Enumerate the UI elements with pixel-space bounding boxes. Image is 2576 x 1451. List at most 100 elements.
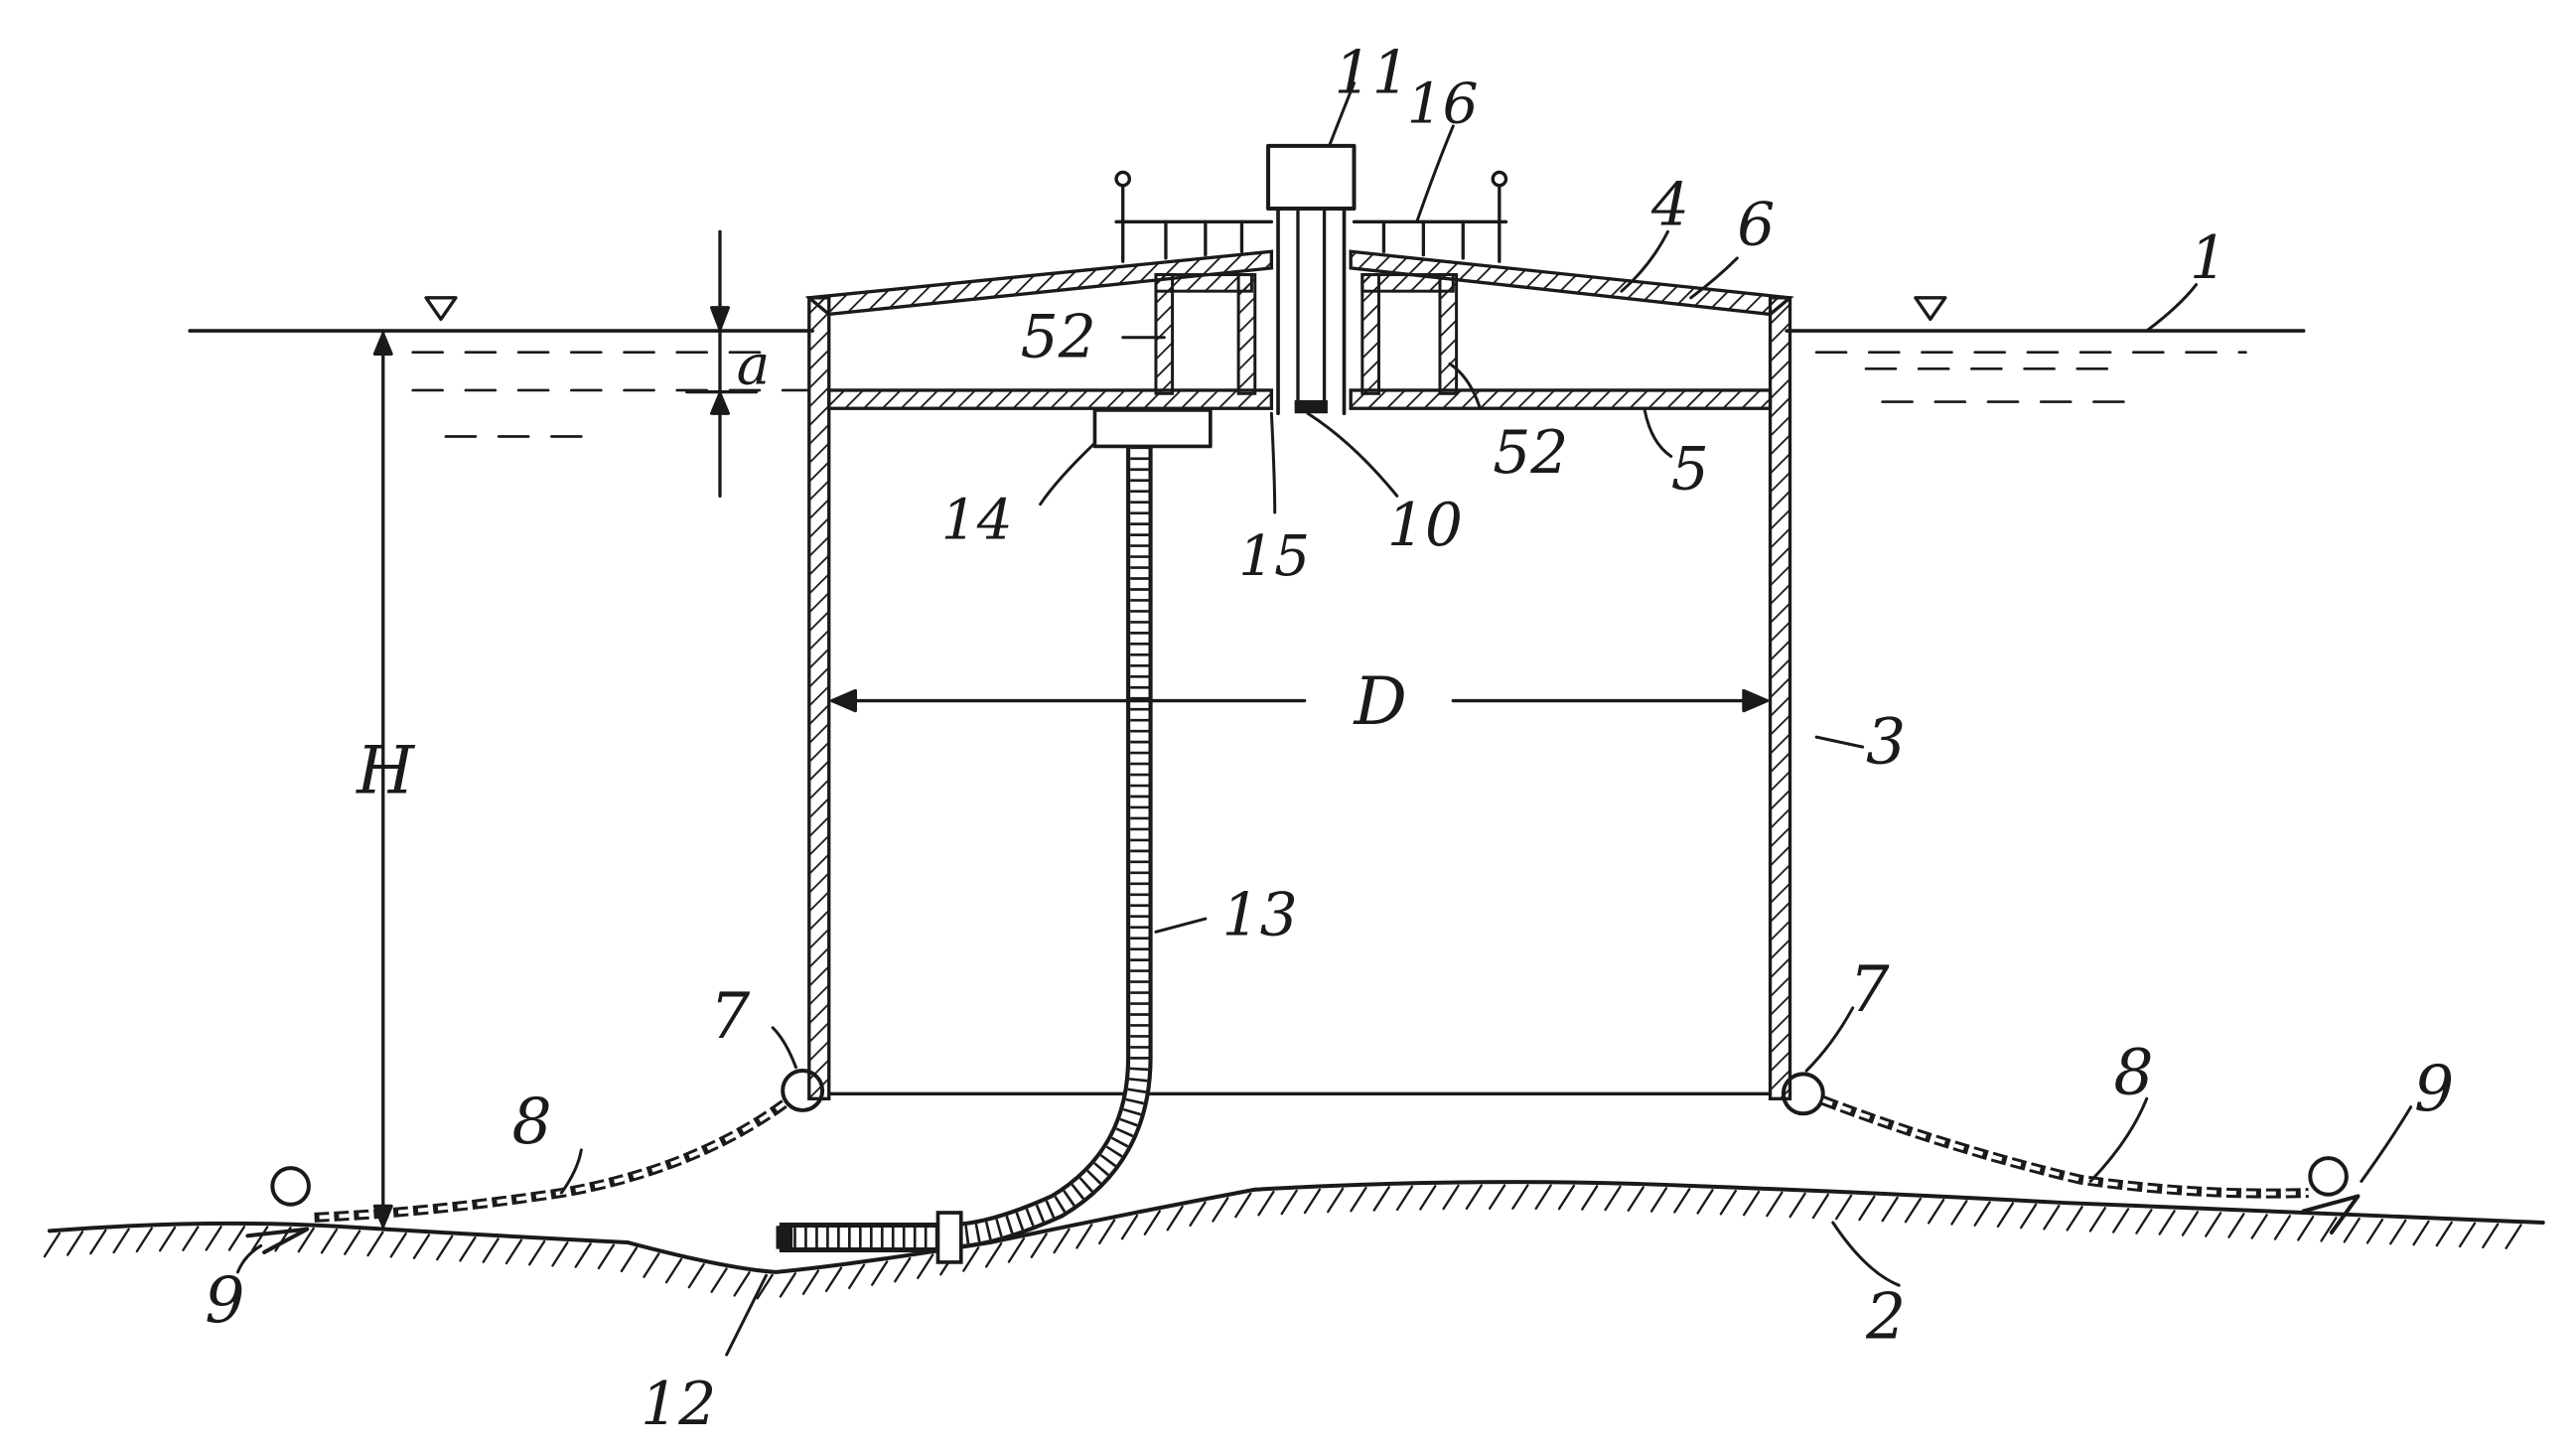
- seabed-hatch-stroke: [1143, 1210, 1161, 1235]
- seabed-hatch-stroke: [1834, 1194, 1853, 1221]
- seabed-hatch-stroke: [1649, 1187, 1668, 1213]
- seabed-hatch-stroke: [43, 1232, 61, 1258]
- seabed-hatch-stroke: [1280, 1189, 1298, 1216]
- pipe-head: [1092, 408, 1213, 449]
- seabed-hatch-stroke: [158, 1226, 177, 1252]
- seabed-hatch-stroke: [2019, 1203, 2038, 1230]
- seabed-hatch-stroke: [597, 1243, 616, 1270]
- seabed-hatch-stroke: [1257, 1190, 1275, 1217]
- seabed-hatch-stroke: [1372, 1186, 1390, 1212]
- seabed-hatch-stroke: [664, 1257, 683, 1284]
- seabed-hatch-stroke: [2297, 1216, 2315, 1241]
- seabed-hatch-stroke: [1881, 1196, 1899, 1223]
- seabed-hatch-stroke: [1766, 1191, 1784, 1218]
- seabed-hatch-stroke: [504, 1238, 523, 1265]
- seabed-hatch-stroke: [389, 1232, 407, 1258]
- seabed-hatch-stroke: [551, 1241, 569, 1267]
- label-52-right: 52: [1493, 418, 1568, 488]
- chain-right: [1820, 1095, 2309, 1199]
- seabed-hatch-stroke: [2135, 1209, 2153, 1234]
- anchor-left: [245, 1166, 311, 1254]
- seabed-hatch-stroke: [251, 1226, 269, 1251]
- seabed-hatch-stroke: [1927, 1198, 1945, 1225]
- seabed-hatch-stroke: [1996, 1202, 2015, 1229]
- seabed-hatch-stroke: [112, 1228, 130, 1254]
- seabed-hatch-stroke: [1696, 1189, 1714, 1215]
- seabed-hatch-stroke: [801, 1269, 820, 1295]
- dimension-a: [685, 229, 759, 499]
- seabed-hatch-stroke: [1950, 1200, 1968, 1226]
- seabed-hatch-stroke: [66, 1231, 84, 1256]
- ring-right: [1781, 1072, 1825, 1116]
- seabed-hatch-stroke: [643, 1252, 660, 1278]
- label-3: 3: [1866, 705, 1906, 779]
- seabed-hatch-stroke: [2250, 1214, 2268, 1239]
- label-2: 2: [1865, 1279, 1906, 1353]
- seabed-hatch-stroke: [182, 1226, 200, 1251]
- seabed-hatch-stroke: [2205, 1212, 2222, 1237]
- label-7-left: 7: [710, 979, 751, 1053]
- label-8-left: 8: [511, 1085, 551, 1158]
- label-8-right: 8: [2113, 1035, 2153, 1108]
- seabed-hatch-stroke: [733, 1271, 751, 1297]
- seabed-hatch-stroke: [320, 1228, 339, 1254]
- seabed-hatch-stroke: [2365, 1218, 2384, 1244]
- seabed-hatch-stroke: [1395, 1185, 1414, 1212]
- seabed-hatch-stroke: [412, 1233, 431, 1259]
- seabed-hatch-stroke: [1442, 1184, 1460, 1211]
- seabed-hatch-stroke: [1465, 1184, 1483, 1211]
- seabed-hatch-stroke: [89, 1229, 107, 1255]
- label-15: 15: [1238, 524, 1310, 589]
- label-6: 6: [1737, 191, 1775, 260]
- seabed-hatch-stroke: [2181, 1211, 2200, 1236]
- seabed-hatch-stroke: [1030, 1233, 1048, 1258]
- label-5: 5: [1671, 435, 1709, 505]
- seabed-hatch-stroke: [687, 1262, 705, 1289]
- seabed-hatch-stroke: [1973, 1201, 1991, 1227]
- seabed-hatch-stroke: [1627, 1186, 1645, 1212]
- dimension-h: [372, 329, 393, 1232]
- seabed-hatch-stroke: [135, 1227, 153, 1253]
- central-tube: [1276, 207, 1347, 416]
- label-13: 13: [1221, 881, 1297, 950]
- label-a: a: [737, 333, 771, 397]
- label-h: H: [356, 732, 416, 809]
- seabed-hatch-stroke: [2343, 1217, 2361, 1243]
- seabed-hatch-stroke: [620, 1246, 639, 1273]
- seabed-hatch-stroke: [1719, 1189, 1737, 1216]
- seabed-hatch-stroke: [1007, 1237, 1026, 1263]
- seabed-hatch-stroke: [459, 1235, 477, 1262]
- seabed-hatch-stroke: [1053, 1228, 1071, 1254]
- seabed-hatch-stroke: [1488, 1184, 1506, 1210]
- seabed-hatch-stroke: [1303, 1188, 1322, 1215]
- roof-fitting-right: [1352, 170, 1508, 263]
- seabed-hatch-stroke: [1120, 1214, 1139, 1240]
- label-9-left: 9: [205, 1263, 244, 1337]
- seabed-hatch-stroke: [1350, 1186, 1367, 1213]
- seabed-hatch-stroke: [710, 1267, 728, 1293]
- leader-lines: [235, 81, 2413, 1357]
- seabed-hatch-stroke: [962, 1246, 980, 1272]
- riser-pipe: [776, 446, 1153, 1264]
- seabed-hatch-stroke: [2482, 1223, 2500, 1249]
- seabed-hatch-stroke: [1098, 1219, 1116, 1245]
- water-level-symbol-left: [424, 296, 458, 322]
- label-12: 12: [641, 1370, 716, 1439]
- label-16: 16: [1407, 73, 1479, 137]
- seabed-hatch-stroke: [894, 1256, 912, 1283]
- water-level-symbol-right: [1914, 296, 1947, 322]
- seabed-hatch-stroke: [297, 1227, 315, 1253]
- seabed-hatch-stroke: [366, 1231, 384, 1257]
- anchor-right: [2301, 1156, 2361, 1234]
- label-52-left: 52: [1021, 303, 1096, 372]
- seabed-hatch-stroke: [1075, 1224, 1093, 1249]
- buoyancy-box-left: [1154, 273, 1257, 395]
- seabed-hatch-stroke: [1534, 1184, 1552, 1211]
- buoyancy-box-right: [1360, 273, 1459, 395]
- seabed-hatch-stroke: [2389, 1219, 2407, 1245]
- seabed-hatch-stroke: [2435, 1221, 2453, 1247]
- seabed-hatch-stroke: [1858, 1195, 1876, 1222]
- seabed-hatch-stroke: [917, 1253, 934, 1279]
- seabed-hatch-stroke: [2043, 1204, 2061, 1231]
- seabed-hatch-stroke: [1327, 1187, 1345, 1214]
